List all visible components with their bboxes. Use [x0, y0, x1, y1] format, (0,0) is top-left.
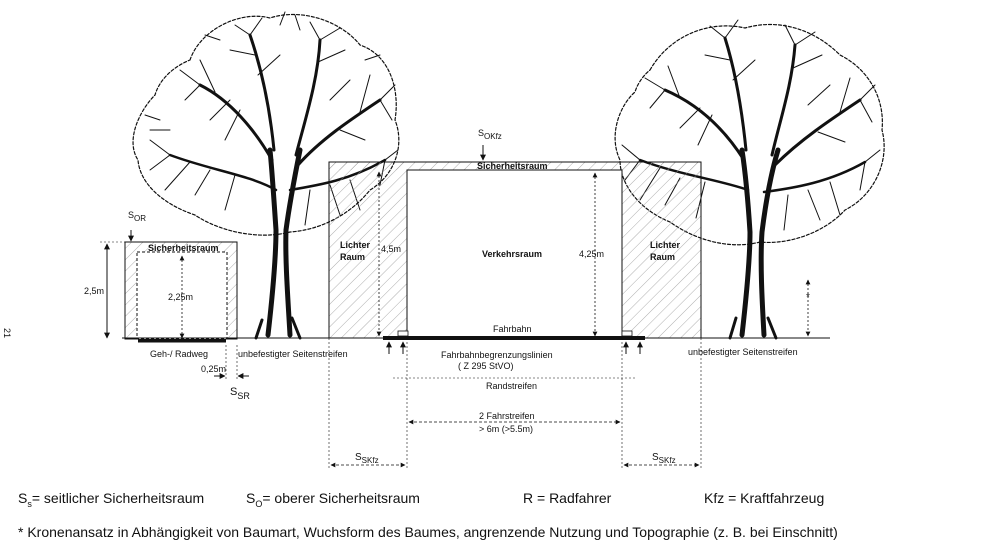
- sicherheitsraum-left-label: Sicherheitsraum: [148, 243, 219, 253]
- legend-item-so: SO= oberer Sicherheitsraum: [246, 490, 420, 509]
- footnote: * Kronenansatz in Abhängigkeit von Bauma…: [18, 524, 838, 540]
- height-2-5-label: 2,5m: [84, 286, 104, 296]
- z295-label: ( Z 295 StVO): [458, 361, 514, 371]
- page-number: 21: [2, 328, 12, 338]
- s-skfz-left-label: SSKfz: [355, 452, 379, 465]
- fahrbahnbegrenzung-label: Fahrbahnbegrenzungslinien: [441, 350, 553, 360]
- sicherheitsraum-top-label: Sicherheitsraum: [477, 161, 548, 171]
- lichter-raum-right-line2: Raum: [650, 252, 675, 262]
- height-4-5-label: 4,5m: [381, 244, 401, 254]
- legend-item-kfz: Kfz = Kraftfahrzeug: [704, 490, 825, 506]
- asterisk-label: *: [806, 292, 810, 303]
- randstreifen-label: Randstreifen: [486, 381, 537, 391]
- verkehrsraum-label: Verkehrsraum: [482, 249, 542, 259]
- s-or-label: SOR: [128, 210, 146, 223]
- dim-0-25-label: 0,25m: [201, 364, 226, 374]
- seitenstreifen-left-label: unbefestigter Seitenstreifen: [238, 349, 348, 359]
- pedestrian-clearance: [100, 230, 249, 380]
- fahrstreifen-line1: 2 Fahrstreifen: [479, 411, 535, 421]
- road-clearance: [328, 145, 702, 470]
- geh-radweg-label: Geh-/ Radweg: [150, 349, 208, 359]
- height-4-25-label: 4,25m: [579, 249, 604, 259]
- legend-item-r: R = Radfahrer: [523, 490, 612, 506]
- fahrstreifen-line2: > 6m (>5.5m): [479, 424, 533, 434]
- s-okfz-label: SOKfz: [478, 128, 502, 141]
- lichter-raum-right-line1: Lichter: [650, 240, 681, 250]
- s-skfz-right-label: SSKfz: [652, 452, 676, 465]
- fahrbahn-label: Fahrbahn: [493, 324, 532, 334]
- lichter-raum-left-line1: Lichter: [340, 240, 371, 250]
- diagram-svg: SOR Sicherheitsraum 2,5m 2,25m Geh-/ Rad…: [2, 11, 885, 470]
- height-2-25-label: 2,25m: [168, 292, 193, 302]
- s-sr-label: SSR: [230, 386, 250, 401]
- seitenstreifen-right-label: unbefestigter Seitenstreifen: [688, 347, 798, 357]
- legend-item-ss: Ss= seitlicher Sicherheitsraum: [18, 490, 205, 509]
- lichter-raum-left-line2: Raum: [340, 252, 365, 262]
